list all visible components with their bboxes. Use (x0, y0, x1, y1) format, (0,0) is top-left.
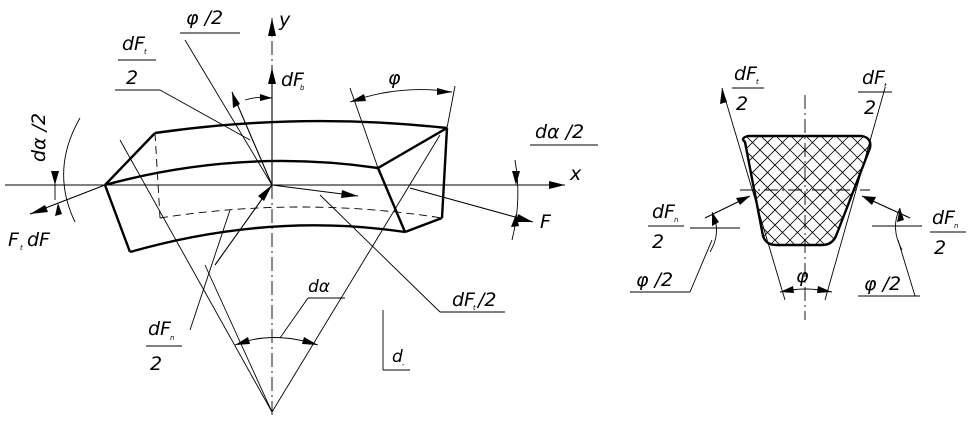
belt-right-bottom-edge (404, 216, 443, 234)
phi-half-line (184, 39, 273, 186)
dalpha-half-right-arc (511, 159, 519, 241)
dalpha-half-right-label: dα /2 (535, 121, 584, 143)
phi-half-top-label: φ /2 (186, 7, 223, 29)
section-dFn-right-arrow-icon (862, 196, 876, 205)
dFn-leader (189, 209, 231, 331)
dalpha-half-left-label: dα /2 (28, 113, 50, 162)
dalpha-arrow-left-icon (235, 337, 250, 345)
dalpha-half-left-arrow-bottom-icon (55, 203, 62, 216)
dFt-half-leader (319, 194, 441, 313)
section-dFt-left-arrow-icon (720, 88, 727, 104)
dFt-half-arrow-icon (341, 190, 358, 198)
radial-line-inner-left (204, 264, 273, 413)
x-axis-arrow-icon (549, 181, 565, 189)
section-dFn-right-den: 2 (934, 237, 946, 259)
Ft-dF-label-sub: t (20, 244, 23, 252)
section-phi-half-left-label: φ /2 (636, 269, 673, 291)
dFt-upper-leader (159, 89, 251, 141)
dFb-arrow-icon (268, 68, 276, 84)
x-axis-label: x (569, 163, 582, 185)
dFn-label-num: dF (148, 318, 172, 340)
Ft-dF-label-F: F (8, 229, 20, 251)
dalpha-arrow-right-icon (302, 337, 318, 345)
belt-right-front-vertical (376, 167, 407, 233)
phi-arrow-left-icon (350, 94, 366, 102)
radial-line-right (271, 134, 441, 413)
section-phi-arrow-right-icon (817, 286, 832, 293)
d-label: d (392, 347, 403, 367)
dalpha-half-right-arrow-bottom-icon (511, 214, 519, 227)
dFb-subscript: b (300, 84, 305, 92)
section-dFn-left-den: 2 (652, 231, 664, 253)
section-dFt-left-den: 2 (736, 93, 748, 115)
section-phi-arrow-left-icon (780, 286, 794, 293)
dalpha-half-right-arrow-top-icon (512, 171, 520, 185)
y-axis-arrow-icon (268, 18, 276, 36)
section-phi-right-leader (897, 239, 916, 297)
section-dFt-right-sub: t (884, 82, 887, 90)
section-dFn-right-num: dF (932, 207, 956, 229)
dalpha-half-left-arc (63, 117, 81, 223)
dFn-label-sub: n (170, 334, 174, 342)
dFt-upper-arrow-icon (232, 92, 240, 108)
belt-top-front-edge (104, 159, 379, 187)
section-phi-left-arrow-icon (712, 212, 719, 226)
belt-top-back-edge (154, 119, 448, 135)
section-dFt-left-sub: t (756, 78, 759, 86)
flank-line-right (824, 87, 886, 301)
dFt-upper-vector (231, 91, 273, 186)
dFt-upper-num: dF (122, 33, 146, 55)
dFn-label-den: 2 (150, 353, 162, 375)
section-dFt-left-num: dF (734, 63, 758, 85)
section-phi-label: φ (796, 265, 809, 287)
section-dFn-left-num: dF (652, 201, 676, 223)
belt-segment-figure: x y dF b dα (5, 7, 598, 415)
section-dFt-right-num: dF (862, 67, 886, 89)
belt-left-front-vertical (103, 184, 132, 253)
section-dFn-right-sub: n (954, 222, 958, 230)
belt-bottom-front-edge (129, 224, 406, 254)
dalpha-label: dα (308, 277, 330, 297)
dFt-half-subscript: t (473, 304, 476, 312)
dFn-arrow-icon (258, 185, 272, 201)
phi-arrow-right-icon (437, 88, 452, 95)
section-phi-half-right-label: φ /2 (864, 273, 901, 295)
F-right-label: F (540, 211, 552, 233)
section-dFn-left-sub: n (674, 216, 678, 224)
radial-line-left (119, 139, 273, 413)
belt-cross-section-figure: dF t 2 dF t 2 dF n 2 dF n 2 φ /2 φ /2 (630, 63, 966, 320)
Ft-dF-arrow-icon (30, 205, 48, 214)
dFt-upper-sub: t (144, 48, 147, 56)
phi-right-line (446, 85, 456, 129)
belt-left-top-edge (104, 132, 156, 186)
belt-right-back-vertical (440, 127, 449, 219)
dalpha-leader (279, 297, 309, 339)
belt-section-outline (741, 134, 872, 247)
belt-right-top-edge (377, 126, 448, 170)
F-vector (409, 187, 534, 223)
flank-line-left (721, 87, 786, 301)
dFt-half-label: dF (452, 289, 476, 311)
belt-hidden-left-edge (154, 132, 161, 219)
dFb-label: dF (281, 69, 305, 91)
dFt-half-tail: /2 (476, 289, 497, 311)
section-phi-left-leader (689, 239, 713, 293)
phi-label: φ (388, 67, 401, 89)
y-axis-label: y (278, 9, 291, 31)
Ft-dF-label-tail: dF (27, 229, 51, 251)
d-subscript: - (402, 361, 405, 369)
section-dFn-left-arrow-icon (736, 196, 750, 205)
section-phi-right-arrow-icon (897, 208, 904, 222)
dFt-upper-den: 2 (126, 67, 138, 89)
F-arrow-icon (516, 214, 533, 222)
section-dFt-right-den: 2 (864, 97, 876, 119)
phi-half-arrow-icon (260, 94, 272, 101)
